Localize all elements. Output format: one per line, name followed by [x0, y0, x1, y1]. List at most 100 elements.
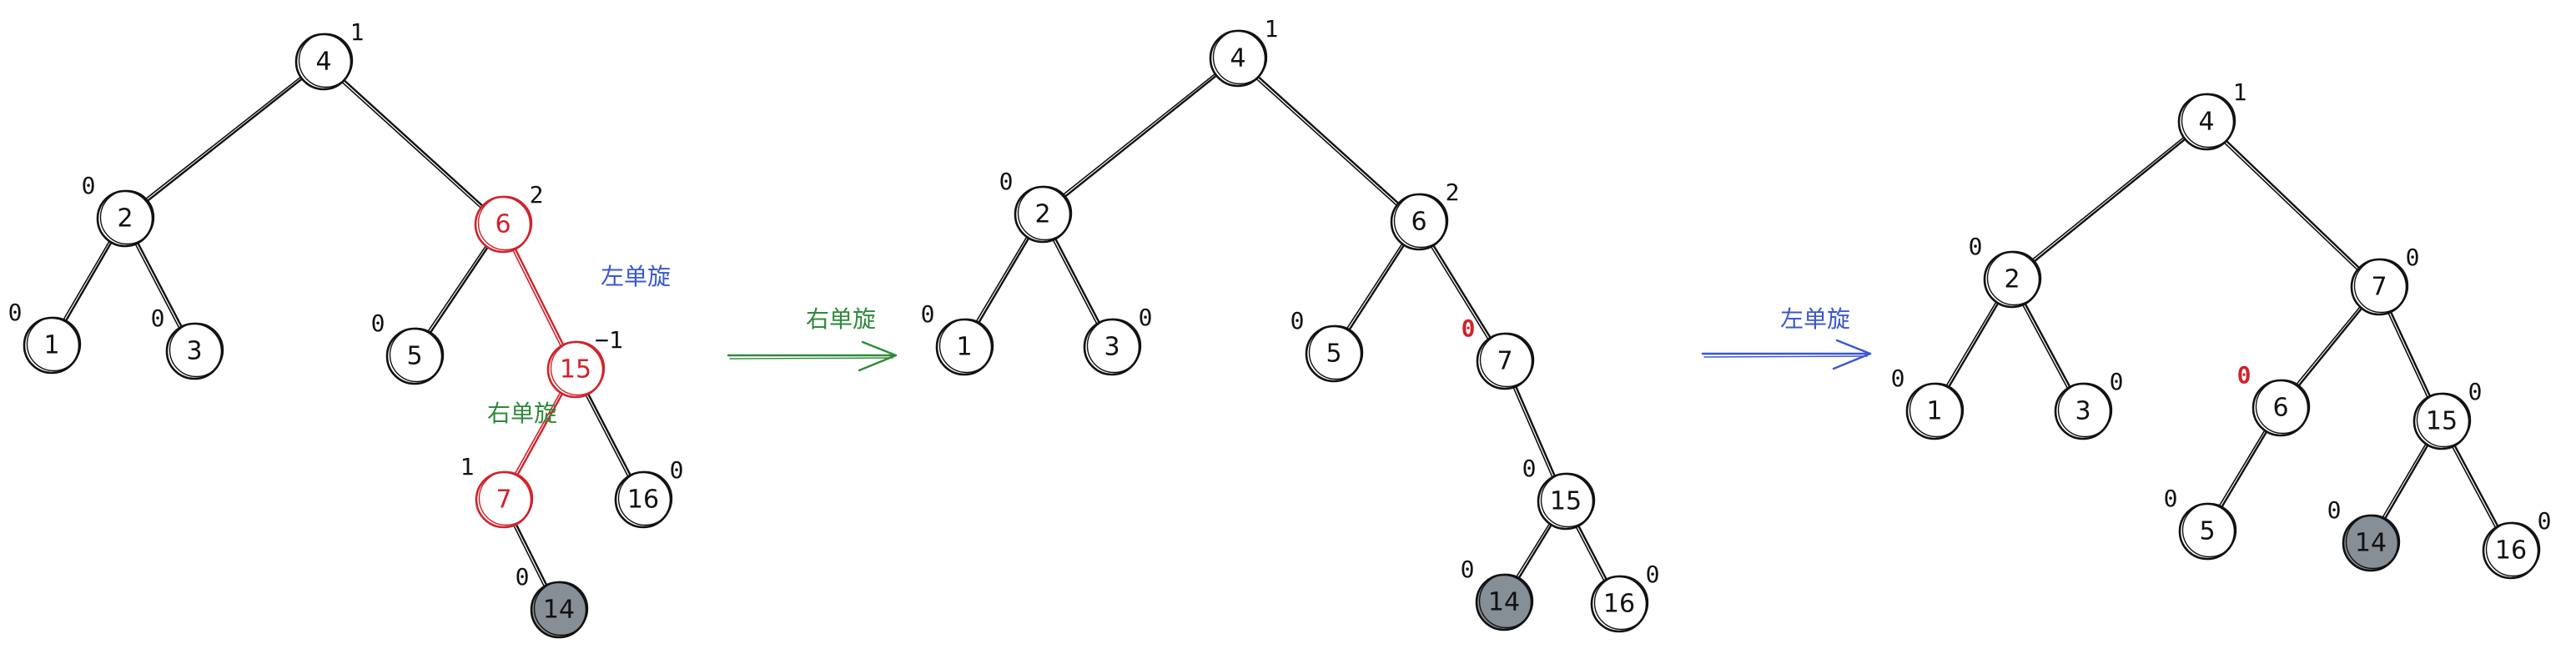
node-circle-sketch: [1479, 332, 1535, 388]
balance-factor-label: 0: [1646, 561, 1660, 588]
tree-node-14: 14 0: [2327, 496, 2401, 572]
node-label: 15: [1550, 487, 1582, 516]
balance-factor-label: 0: [82, 172, 96, 199]
node-circle-sketch: [389, 327, 445, 383]
tree-node-5: 50: [371, 309, 445, 385]
balance-factor-label: 0: [999, 168, 1014, 195]
transition-arrow-1: 右单旋: [727, 305, 898, 372]
tree-edge-7-14: [513, 525, 546, 587]
tree-edge-6-7: [1430, 246, 1489, 340]
arrow-shaft-sketch: [729, 357, 893, 360]
node-circle-sketch: [1986, 250, 2042, 306]
tree-edge-6-5: [1346, 243, 1403, 330]
node-label: 14: [2355, 529, 2387, 558]
transition-label: 左单旋: [1780, 305, 1850, 333]
tree-edge-6-5: [1347, 244, 1406, 332]
balance-factor-label: 0: [2164, 485, 2178, 512]
tree-edge-2-3: [2024, 302, 2071, 389]
tree-node-6: 60: [2237, 361, 2311, 437]
tree-node-16: 160: [614, 456, 683, 529]
tree-node-15: 15−1: [546, 326, 623, 399]
node-circle-sketch: [550, 340, 606, 396]
balance-factor-label: 0: [2468, 378, 2483, 405]
tree-edge-2-3: [1052, 239, 1098, 324]
balance-factor-label: 0: [151, 304, 165, 332]
node-circle-sketch: [2353, 258, 2409, 314]
balance-factor-label: 0: [2327, 496, 2342, 524]
node-circle-sketch: [169, 322, 224, 378]
tree-edge-2-1: [1947, 302, 2000, 389]
tree-edge-4-6: [1257, 75, 1400, 205]
tree-edge-7-6: [2297, 307, 2363, 388]
tree-node-2: 20: [999, 168, 1073, 244]
tree-edge-4-6: [341, 82, 482, 209]
tree-edge-15-16: [1575, 526, 1605, 581]
balance-factor-label: −1: [595, 326, 623, 354]
tree-edge-6-15: [512, 249, 562, 347]
node-circle-sketch: [938, 318, 994, 374]
tree-node-7: 70: [1462, 314, 1535, 390]
node-label: 5: [1326, 340, 1341, 369]
arrow-shaft-sketch: [1703, 355, 1868, 358]
tree-edge-7-15: [2387, 312, 2428, 399]
tree-edge-4-2: [145, 78, 304, 203]
node-label: 16: [627, 485, 659, 515]
node-circle-sketch: [477, 195, 533, 251]
tree-node-3: 30: [2054, 368, 2124, 440]
tree-edge-2-3: [1054, 238, 1100, 324]
tree-node-3: 30: [1083, 304, 1152, 376]
tree-edge-2-1: [64, 241, 113, 323]
node-circle-sketch: [1212, 29, 1268, 85]
tree-edge-4-7: [2225, 139, 2361, 269]
tree-edge-15-16: [1577, 525, 1607, 581]
tree-edge-7-15: [1514, 385, 1557, 477]
balance-factor-label: 1: [350, 18, 365, 46]
tree-node-16: 160: [1590, 561, 1660, 633]
tree-edge-15-7: [516, 392, 564, 477]
tree-node-14: 140: [1461, 556, 1534, 631]
transition-label: 右单旋: [806, 305, 876, 333]
node-circle-sketch: [2416, 392, 2472, 448]
node-label: 3: [1104, 333, 1119, 362]
tree-edge-2-3: [137, 242, 183, 328]
tree-edge-7-15: [1512, 387, 1553, 478]
node-label: 6: [2272, 394, 2288, 423]
node-circle-sketch: [1540, 472, 1596, 528]
tree-edge-15-7: [514, 392, 561, 475]
node-label: 4: [1230, 44, 1245, 73]
node-label: 7: [1497, 347, 1512, 376]
node-label: 1: [956, 333, 972, 362]
tree-node-2: 20: [1969, 233, 2042, 309]
node-circle-sketch: [1393, 193, 1449, 249]
tree-edge-6-5: [429, 246, 489, 335]
balance-factor-label: 1: [1265, 15, 1279, 43]
node-label: 2: [2004, 265, 2020, 294]
tree-edge-2-1: [62, 240, 110, 321]
tree-node-5: 50: [1291, 307, 1364, 383]
tree-node-16: 160: [2482, 507, 2551, 580]
node-circle-sketch: [2345, 514, 2401, 570]
node-circle-sketch: [2181, 502, 2237, 558]
node-label: 16: [2495, 536, 2527, 566]
node-label: 1: [1926, 397, 1942, 426]
tree-node-2: 20: [82, 172, 155, 248]
node-circle-sketch: [99, 189, 155, 245]
node-label: 5: [2199, 517, 2215, 546]
balance-factor-label: 0: [1462, 314, 1476, 342]
tree-edge-15-16: [2453, 444, 2499, 528]
node-label: 3: [186, 337, 202, 366]
tree-node-7: 70: [2350, 244, 2420, 316]
tree-node-4: 41: [2177, 78, 2247, 151]
balance-factor-label: 0: [2237, 361, 2251, 389]
balance-factor-label: 0: [2406, 244, 2420, 271]
balance-factor-label: 0: [2110, 368, 2124, 395]
node-label: 1: [43, 331, 59, 360]
tree-node-1: 10: [1891, 365, 1965, 440]
tree-edge-2-3: [134, 244, 180, 329]
tree-edge-7-15: [2389, 310, 2432, 398]
node-circle-sketch: [533, 581, 589, 636]
balance-factor-label: 1: [2233, 78, 2247, 106]
node-label: 14: [543, 596, 575, 625]
tree-edge-15-14: [1517, 523, 1552, 581]
